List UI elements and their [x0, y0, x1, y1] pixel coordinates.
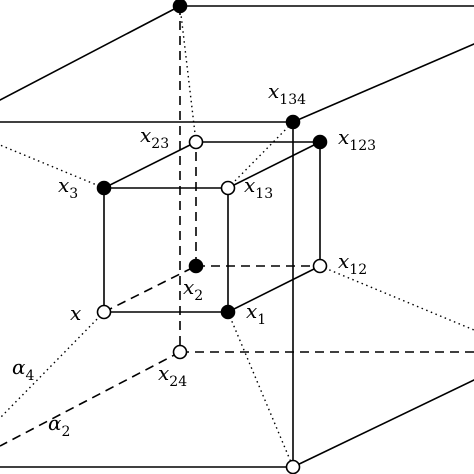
vertex-top	[172, 0, 188, 14]
outer-edge-bottom-right	[292, 379, 474, 468]
vertex-x2	[188, 258, 204, 274]
labels: x x1 x2 x3 x12 x13 x23 x123 x24 x134 α4	[12, 79, 376, 440]
label-alpha4: α4	[12, 355, 35, 384]
label-x2: x2	[183, 275, 203, 304]
label-x12: x12	[338, 249, 367, 278]
edge-x-x2	[103, 265, 197, 313]
edge-x1-x12	[227, 265, 321, 313]
connector-x13-x134	[227, 121, 294, 189]
label-x1: x1	[246, 299, 266, 328]
vertex-x13	[220, 180, 236, 196]
vertex-x3	[96, 180, 112, 196]
vertex-x123	[312, 134, 328, 150]
connector-x1-bottom	[227, 311, 294, 468]
vertex-x23	[188, 134, 204, 150]
connector-x12-right	[319, 265, 474, 331]
label-x123: x123	[338, 125, 376, 154]
label-x3: x3	[58, 173, 78, 202]
label-x24: x24	[158, 361, 187, 390]
vertex-bottom	[285, 459, 301, 474]
vertex-x1	[220, 304, 236, 320]
connector-x3-left	[0, 144, 105, 189]
edge-x3-x23	[103, 141, 197, 189]
dotted-connectors	[0, 5, 474, 468]
outer-edge-top-left	[0, 5, 181, 101]
label-x: x	[70, 301, 81, 325]
vertex-x134	[285, 114, 301, 130]
vertex-x	[96, 304, 112, 320]
outer-edge-mid-right	[292, 43, 474, 123]
vertex-x12	[312, 258, 328, 274]
outer-edge-hidden-diagonal	[0, 351, 181, 447]
inner-cube	[103, 141, 321, 313]
label-x134: x134	[268, 79, 306, 108]
edge-x13-x123	[227, 141, 321, 189]
label-x23: x23	[140, 123, 169, 152]
label-x13: x13	[244, 173, 273, 202]
outer-frame	[0, 5, 474, 468]
label-alpha2: α2	[48, 411, 70, 440]
vertex-x24	[172, 344, 188, 360]
vertices	[96, 0, 328, 474]
